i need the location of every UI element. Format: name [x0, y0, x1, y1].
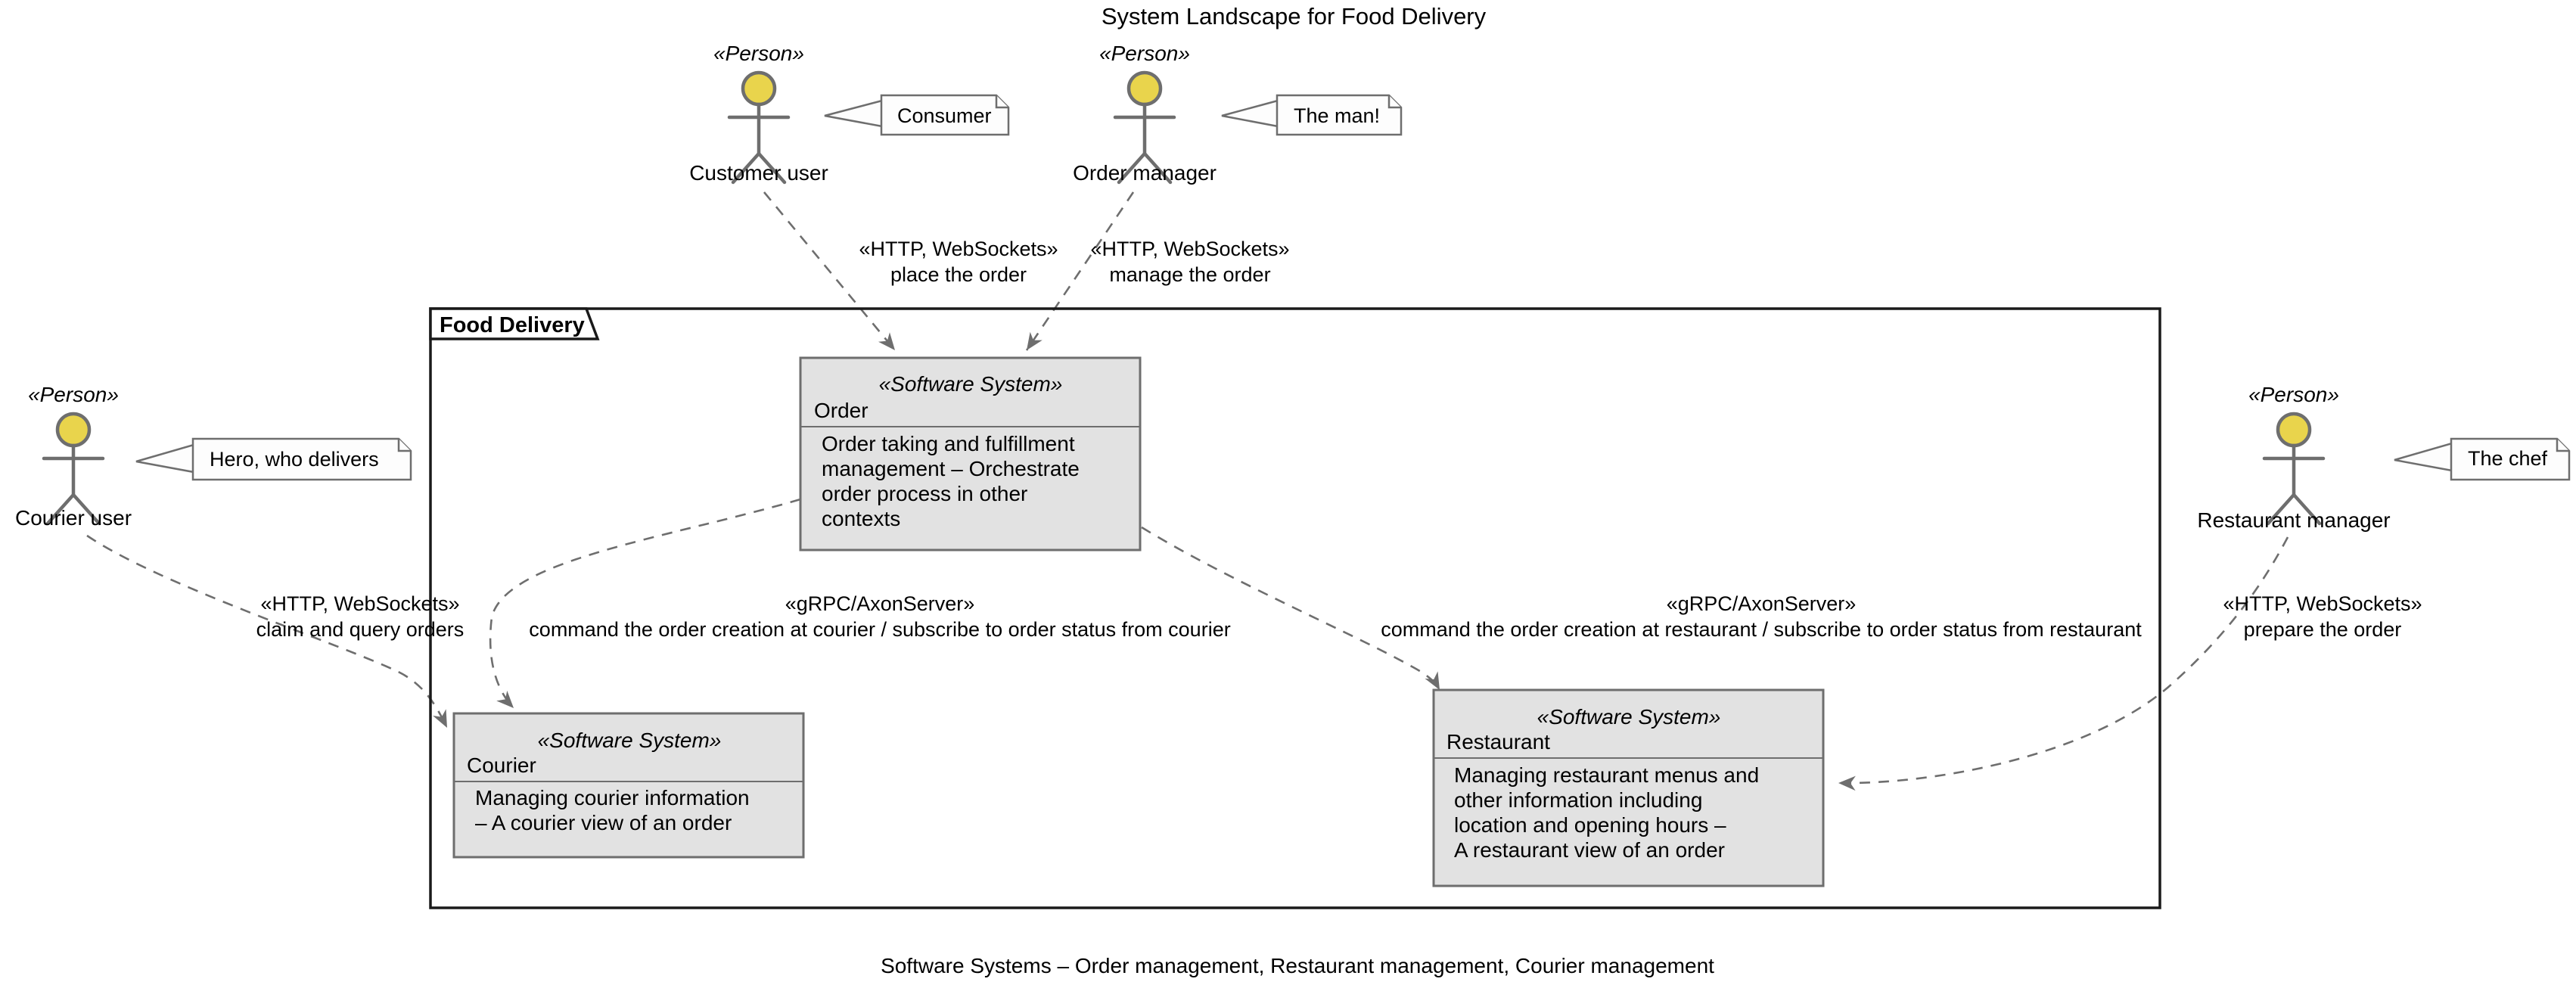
note-fold-icon [995, 95, 1008, 109]
relation-protocol: «HTTP, WebSockets» [260, 592, 459, 615]
system-description-line: contexts [822, 507, 900, 530]
person-icon [2264, 414, 2323, 524]
note-body [2450, 437, 2571, 481]
system-description-line: other information including [1454, 788, 1702, 812]
actor-name: Order manager [1073, 161, 1217, 185]
note-fold-icon [397, 439, 411, 452]
relation-place-order-label: «HTTP, WebSockets» place the order [859, 238, 1058, 286]
note-body [880, 94, 1010, 136]
system-description-line: management – Orchestrate [822, 457, 1080, 480]
actor-name: Customer user [689, 161, 828, 185]
note-body [191, 437, 412, 481]
food-delivery-frame-tab [429, 307, 600, 340]
actor-name: Restaurant manager [2197, 508, 2390, 532]
actor-stereotype: «Person» [2248, 383, 2339, 406]
relation-order-courier-arrow [489, 498, 801, 709]
system-description-line: location and opening hours – [1454, 813, 1726, 837]
relation-order-restaurant-label: «gRPC/AxonServer» command the order crea… [1381, 592, 2142, 641]
frame-label: Food Delivery [440, 313, 585, 337]
relation-protocol: «gRPC/AxonServer» [1667, 592, 1857, 615]
relation-protocol: «HTTP, WebSockets» [2223, 592, 2422, 615]
relation-protocol: «gRPC/AxonServer» [785, 592, 975, 615]
note-pointer [1221, 99, 1279, 128]
system-box [799, 356, 1142, 552]
system-description-line: order process in other [822, 482, 1027, 505]
note-hero: Hero, who delivers [135, 437, 412, 481]
note-pointer [2394, 442, 2453, 472]
food-delivery-frame [429, 307, 2161, 909]
system-courier: «Software System» Courier Managing couri… [452, 712, 805, 859]
actor-stereotype: «Person» [1099, 42, 1190, 65]
relation-text: claim and query orders [256, 618, 465, 641]
note-fold-icon [2556, 439, 2569, 452]
system-name: Order [814, 399, 869, 422]
relation-prepare-order-arrow [1838, 536, 2289, 791]
system-description-line: Order taking and fulfillment [822, 432, 1075, 455]
relation-order-courier-label: «gRPC/AxonServer» command the order crea… [529, 592, 1230, 641]
system-order: «Software System» Order Order taking and… [799, 356, 1142, 552]
actor-order-manager: «Person» Order manager [1073, 42, 1217, 185]
relation-text: place the order [890, 263, 1027, 286]
system-stereotype: «Software System» [538, 729, 722, 752]
actor-customer-user: «Person» Customer user [689, 42, 828, 185]
note-fold-icon [1387, 95, 1401, 109]
actor-stereotype: «Person» [28, 383, 119, 406]
note-consumer: Consumer [824, 94, 1010, 136]
relation-manage-order-arrow [1025, 191, 1135, 351]
note-text: Consumer [897, 104, 992, 127]
note-the-chef: The chef [2394, 437, 2571, 481]
relation-manage-order-label: «HTTP, WebSockets» manage the order [1090, 238, 1289, 286]
system-name: Restaurant [1446, 730, 1550, 754]
relation-text: manage the order [1109, 263, 1270, 286]
diagram-title: System Landscape for Food Delivery [1102, 3, 1487, 30]
relation-claim-orders-label: «HTTP, WebSockets» claim and query order… [256, 592, 465, 641]
system-restaurant: «Software System» Restaurant Managing re… [1432, 688, 1825, 887]
system-description-line: Managing restaurant menus and [1454, 763, 1759, 787]
note-pointer [135, 443, 195, 474]
note-body [1276, 94, 1403, 136]
relation-text: prepare the order [2244, 618, 2402, 641]
relation-order-restaurant-arrow [1141, 526, 1441, 691]
note-text: Hero, who delivers [210, 448, 379, 471]
actor-name: Courier user [15, 506, 132, 530]
actor-stereotype: «Person» [713, 42, 804, 65]
system-stereotype: «Software System» [1537, 705, 1721, 729]
relation-prepare-order-label: «HTTP, WebSockets» prepare the order [2223, 592, 2422, 641]
system-description-line: – A courier view of an order [475, 811, 732, 834]
relation-protocol: «HTTP, WebSockets» [859, 238, 1058, 260]
system-box [452, 712, 805, 859]
relation-protocol: «HTTP, WebSockets» [1090, 238, 1289, 260]
system-description-line: A restaurant view of an order [1454, 838, 1725, 862]
system-box [1432, 688, 1825, 887]
system-name: Courier [467, 754, 536, 777]
system-description-line: Managing courier information [475, 786, 750, 809]
note-text: The chef [2468, 447, 2548, 470]
system-stereotype: «Software System» [879, 372, 1063, 396]
relation-text: command the order creation at courier / … [529, 618, 1230, 641]
relation-place-order-arrow [763, 191, 896, 351]
note-text: The man! [1294, 104, 1380, 127]
diagram-caption: Software Systems – Order management, Res… [881, 954, 1714, 977]
actor-restaurant-manager: «Person» Restaurant manager [2197, 383, 2390, 532]
actor-courier-user: «Person» Courier user [15, 383, 132, 530]
note-the-man: The man! [1221, 94, 1403, 136]
relation-text: command the order creation at restaurant… [1381, 618, 2142, 641]
note-pointer [824, 99, 884, 128]
